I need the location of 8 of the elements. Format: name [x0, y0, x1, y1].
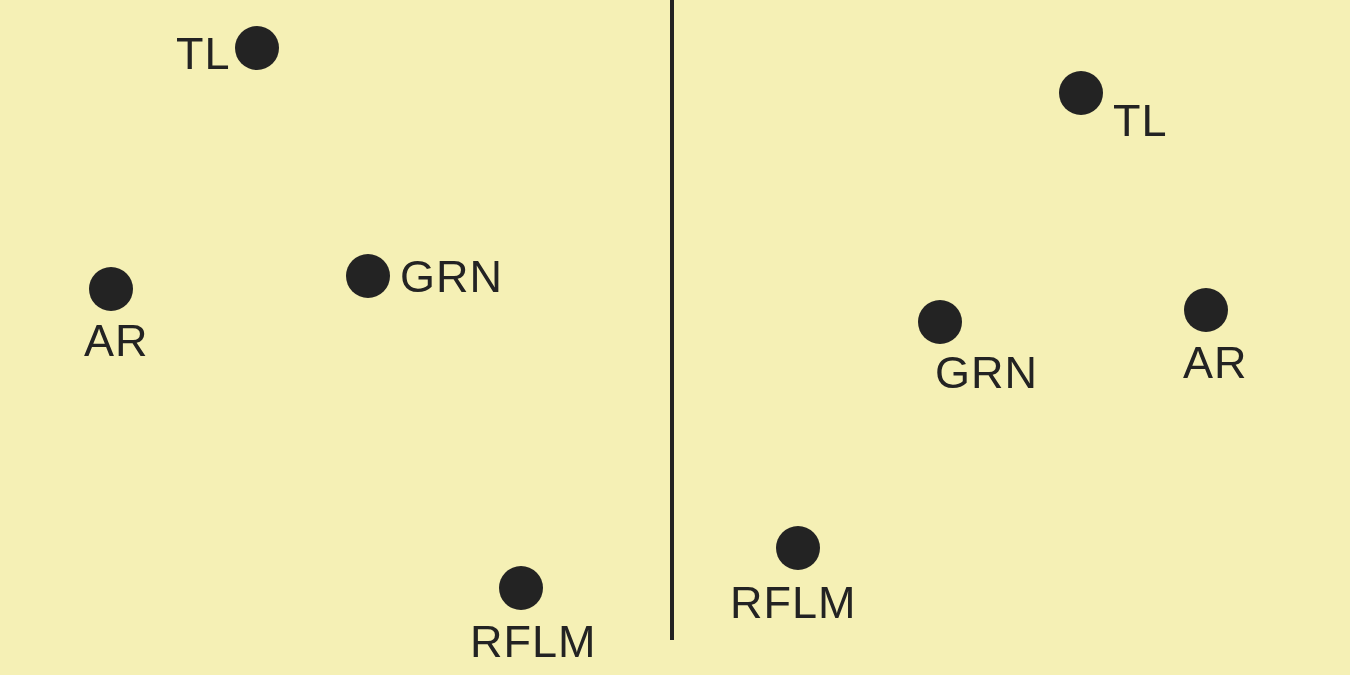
- point-label: TL: [176, 31, 231, 76]
- point-label: RFLM: [470, 619, 597, 664]
- point-label: GRN: [400, 254, 503, 299]
- point-label: GRN: [935, 350, 1038, 395]
- point-label: AR: [84, 318, 149, 363]
- point-label: TL: [1113, 98, 1168, 143]
- point-label: RFLM: [730, 580, 857, 625]
- point-label: AR: [1183, 340, 1248, 385]
